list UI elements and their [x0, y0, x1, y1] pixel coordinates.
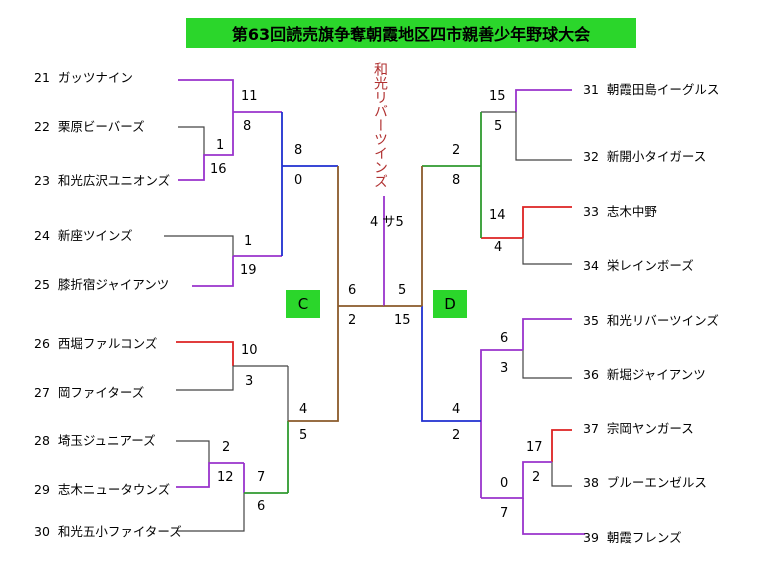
score-34: 4	[494, 240, 503, 255]
score-26: 10	[241, 343, 258, 358]
score-33: 14	[489, 208, 506, 223]
bracket-line-28	[176, 440, 210, 463]
bracket-line-39	[522, 498, 585, 535]
score-27: 3	[245, 374, 254, 389]
bracket-line-37	[551, 429, 572, 462]
score-25: 19	[240, 263, 257, 278]
score-31: 15	[489, 89, 506, 104]
bracket-line-23	[178, 112, 234, 181]
score-35: 6	[500, 331, 509, 346]
team-37: 37 宗岡ヤンガース	[583, 421, 694, 436]
score-22-23-winner: 8	[243, 119, 252, 134]
score-block-c-top: 6	[348, 283, 357, 298]
score-21: 11	[241, 89, 258, 104]
score-final: 4 サ5	[370, 215, 404, 230]
score-block-d-bottom: 15	[394, 313, 411, 328]
block-c-label: C	[286, 290, 320, 318]
bracket-line-36	[522, 350, 572, 379]
block-d-label: D	[433, 290, 467, 318]
team-32: 32 新開小タイガース	[583, 149, 707, 164]
bracket-line-34	[522, 238, 572, 265]
team-35: 35 和光リバーツインズ	[583, 313, 719, 328]
team-28: 28 埼玉ジュニアーズ	[34, 433, 156, 448]
bracket-line-29	[176, 462, 244, 488]
team-38: 38 ブルーエンゼルス	[583, 475, 707, 490]
team-36: 36 新堀ジャイアンツ	[583, 367, 706, 382]
score-sf3-top: 2	[452, 143, 461, 158]
bracket-line-26	[176, 341, 234, 366]
bracket-line-35	[522, 318, 572, 350]
team-24: 24 新座ツインズ	[34, 228, 133, 243]
team-23: 23 和光広沢ユニオンズ	[34, 173, 171, 188]
team-33: 33 志木中野	[583, 204, 657, 219]
bracket-line-qf2-join	[288, 306, 339, 422]
score-28-29-winner: 7	[257, 470, 266, 485]
tournament-title: 第63回読売旗争奪朝霞地区四市親善少年野球大会	[186, 18, 636, 48]
score-24: 1	[244, 234, 253, 249]
bracket-line-sf3	[422, 112, 482, 238]
bracket-line-22	[178, 126, 205, 155]
score-sf4-top: 4	[452, 402, 461, 417]
score-qf2-bottom: 5	[299, 428, 308, 443]
bracket-line-37-38	[481, 461, 552, 499]
bracket-line-38	[551, 462, 572, 487]
bracket-line-24	[164, 235, 234, 256]
score-qf2-top: 4	[299, 402, 308, 417]
team-26: 26 西堀ファルコンズ	[34, 336, 158, 351]
bracket-line-32	[515, 112, 572, 161]
bracket-line-33	[522, 206, 572, 238]
team-29: 29 志木ニュータウンズ	[34, 482, 171, 497]
bracket-line-30	[176, 493, 245, 532]
team-30: 30 和光五小ファイターズ	[34, 524, 182, 539]
champion-name: 和光リバーツインズ	[372, 62, 388, 188]
score-sf4-bottom: 2	[452, 428, 461, 443]
bracket-line-qf1	[281, 112, 338, 256]
score-29: 12	[217, 470, 234, 485]
team-31: 31 朝霞田島イーグルス	[583, 82, 720, 97]
score-36: 3	[500, 361, 509, 376]
score-23: 16	[210, 162, 227, 177]
bracket-line-35-36	[480, 349, 523, 421]
bracket-line-31	[515, 89, 572, 112]
score-sf3-bottom: 8	[452, 173, 461, 188]
team-25: 25 膝折宿ジャイアンツ	[34, 277, 170, 292]
team-21: 21 ガッツナイン	[34, 70, 133, 85]
bracket-line-25	[192, 256, 234, 287]
score-qf1-bottom: 0	[294, 173, 303, 188]
score-block-d-top: 5	[398, 283, 407, 298]
score-37: 17	[526, 440, 543, 455]
team-22: 22 栗原ビーバーズ	[34, 119, 145, 134]
team-34: 34 栄レインボーズ	[583, 258, 694, 273]
score-37-38-winner: 0	[500, 476, 509, 491]
score-38: 2	[532, 470, 541, 485]
score-28: 2	[222, 440, 231, 455]
score-qf1-top: 8	[294, 143, 303, 158]
score-39: 7	[500, 506, 509, 521]
team-27: 27 岡ファイターズ	[34, 385, 145, 400]
score-30: 6	[257, 499, 266, 514]
team-39: 39 朝霞フレンズ	[583, 530, 682, 545]
bracket-line-sf4-join	[421, 306, 481, 422]
score-22: 1	[216, 138, 225, 153]
bracket-line-21	[178, 79, 234, 112]
bracket-line-27	[176, 366, 234, 391]
score-32: 5	[494, 119, 503, 134]
score-block-c-bottom: 2	[348, 313, 357, 328]
